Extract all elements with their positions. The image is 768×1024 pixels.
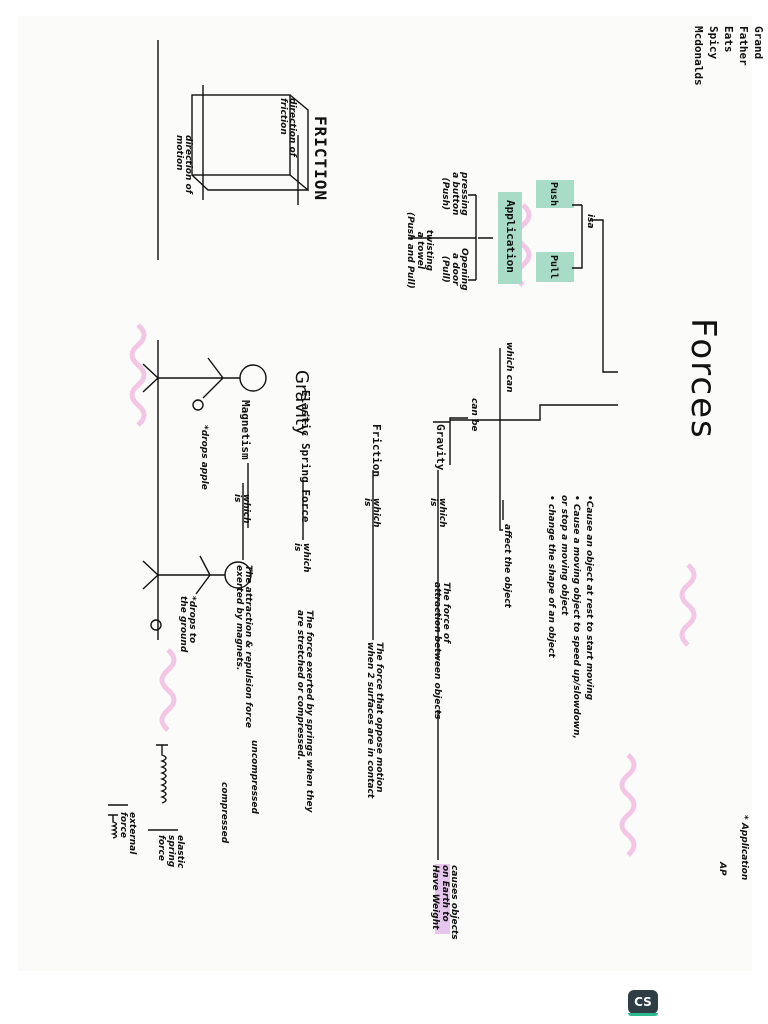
pink-squiggle-3 [679, 563, 697, 647]
spring-elastic-label: elastic spring force [156, 835, 185, 869]
spring-uncompressed [156, 744, 168, 804]
example-pressing: pressing a button (Push) [440, 172, 469, 216]
friction-heading: FRICTION [311, 116, 330, 202]
line-isa-split [572, 204, 583, 269]
highlight-weight [435, 864, 450, 934]
pull-label: Pull [548, 255, 559, 280]
figure1-head [239, 364, 267, 392]
type-gravity-def: The force of attraction between objects [431, 582, 451, 720]
spring-compressed-label: compressed [219, 782, 229, 844]
gravity-drops-label: *drops apple [199, 425, 209, 490]
pink-squiggle-2 [129, 323, 147, 427]
effect-5: affect the object [502, 524, 512, 608]
mnemonic-father: Father [737, 26, 750, 66]
type-magnetism-def: The attraction & repulsion force exerted… [233, 565, 253, 729]
type-gravity-link: which is [427, 498, 447, 528]
apple1 [192, 399, 204, 411]
note-application: * Application [739, 815, 749, 881]
effect-4: • change the shape of an object [546, 495, 556, 658]
type-friction: Friction [370, 424, 383, 477]
isa-label: isa [585, 214, 595, 229]
pink-squiggle-5 [159, 648, 177, 732]
example-opening: Opening a door (Pull) [440, 248, 469, 291]
note-ap: AP [717, 862, 727, 876]
gravity-ground-label: *drops to the ground [177, 596, 197, 653]
apple2 [150, 619, 162, 631]
pink-squiggle-4 [619, 753, 637, 857]
mnemonic-grand: Grand [752, 26, 765, 60]
line-which-can [499, 348, 503, 531]
type-magnetism: Magnetism [239, 400, 252, 460]
push-label: Push [548, 182, 559, 207]
type-gravity: Gravity [434, 424, 447, 471]
application-label: Application [504, 200, 517, 273]
spring-uncompressed-label: uncompressed [249, 740, 259, 814]
effect-1: •Cause an object at rest to start moving [584, 495, 594, 701]
type-elastic-link: which is [291, 543, 311, 573]
effect-3: or stop a moving object [559, 495, 569, 616]
motion-direction-label: direction of motion [173, 135, 193, 194]
effect-2: • Cause a moving object to speed up/slow… [571, 495, 581, 739]
type-gravity-result: causes objects on Earth to Have Weight [430, 865, 459, 940]
line-app-down [408, 194, 493, 281]
highlight-pull [536, 252, 574, 282]
mnemonic-spicy: Spicy [707, 26, 720, 60]
figure2-body [142, 555, 225, 595]
line-can-be [449, 417, 468, 465]
highlight-push [536, 180, 574, 208]
type-friction-def: The force that oppose motion when 2 surf… [364, 642, 384, 799]
type-elastic-def: The force exerted by springs when they a… [294, 610, 314, 813]
friction-box-top [191, 94, 309, 192]
camscanner-badge[interactable]: CS [628, 990, 658, 1016]
mnemonic-mcdonalds: Mcdonalds [692, 26, 705, 86]
spring-compressed [108, 814, 118, 839]
example-twisting: twisting a towel (Push and Pull) [405, 212, 434, 289]
line-forces-left [590, 219, 618, 373]
gravity-heading: Gravity [291, 370, 312, 436]
type-magnetism-link: which is [231, 494, 251, 524]
spring-external-label: external force [117, 812, 137, 855]
page-title: Forces [683, 318, 723, 440]
mnemonic-eats: Eats [722, 26, 735, 53]
highlight-application [498, 192, 522, 284]
type-friction-link: which is [361, 498, 381, 528]
which-can-label: which can [504, 342, 514, 393]
line-forces-right [450, 404, 618, 421]
can-be-label: can be [469, 398, 479, 432]
friction-box [191, 94, 291, 176]
friction-direction-label: direction of friction [277, 98, 297, 157]
figure1-body [142, 357, 240, 399]
